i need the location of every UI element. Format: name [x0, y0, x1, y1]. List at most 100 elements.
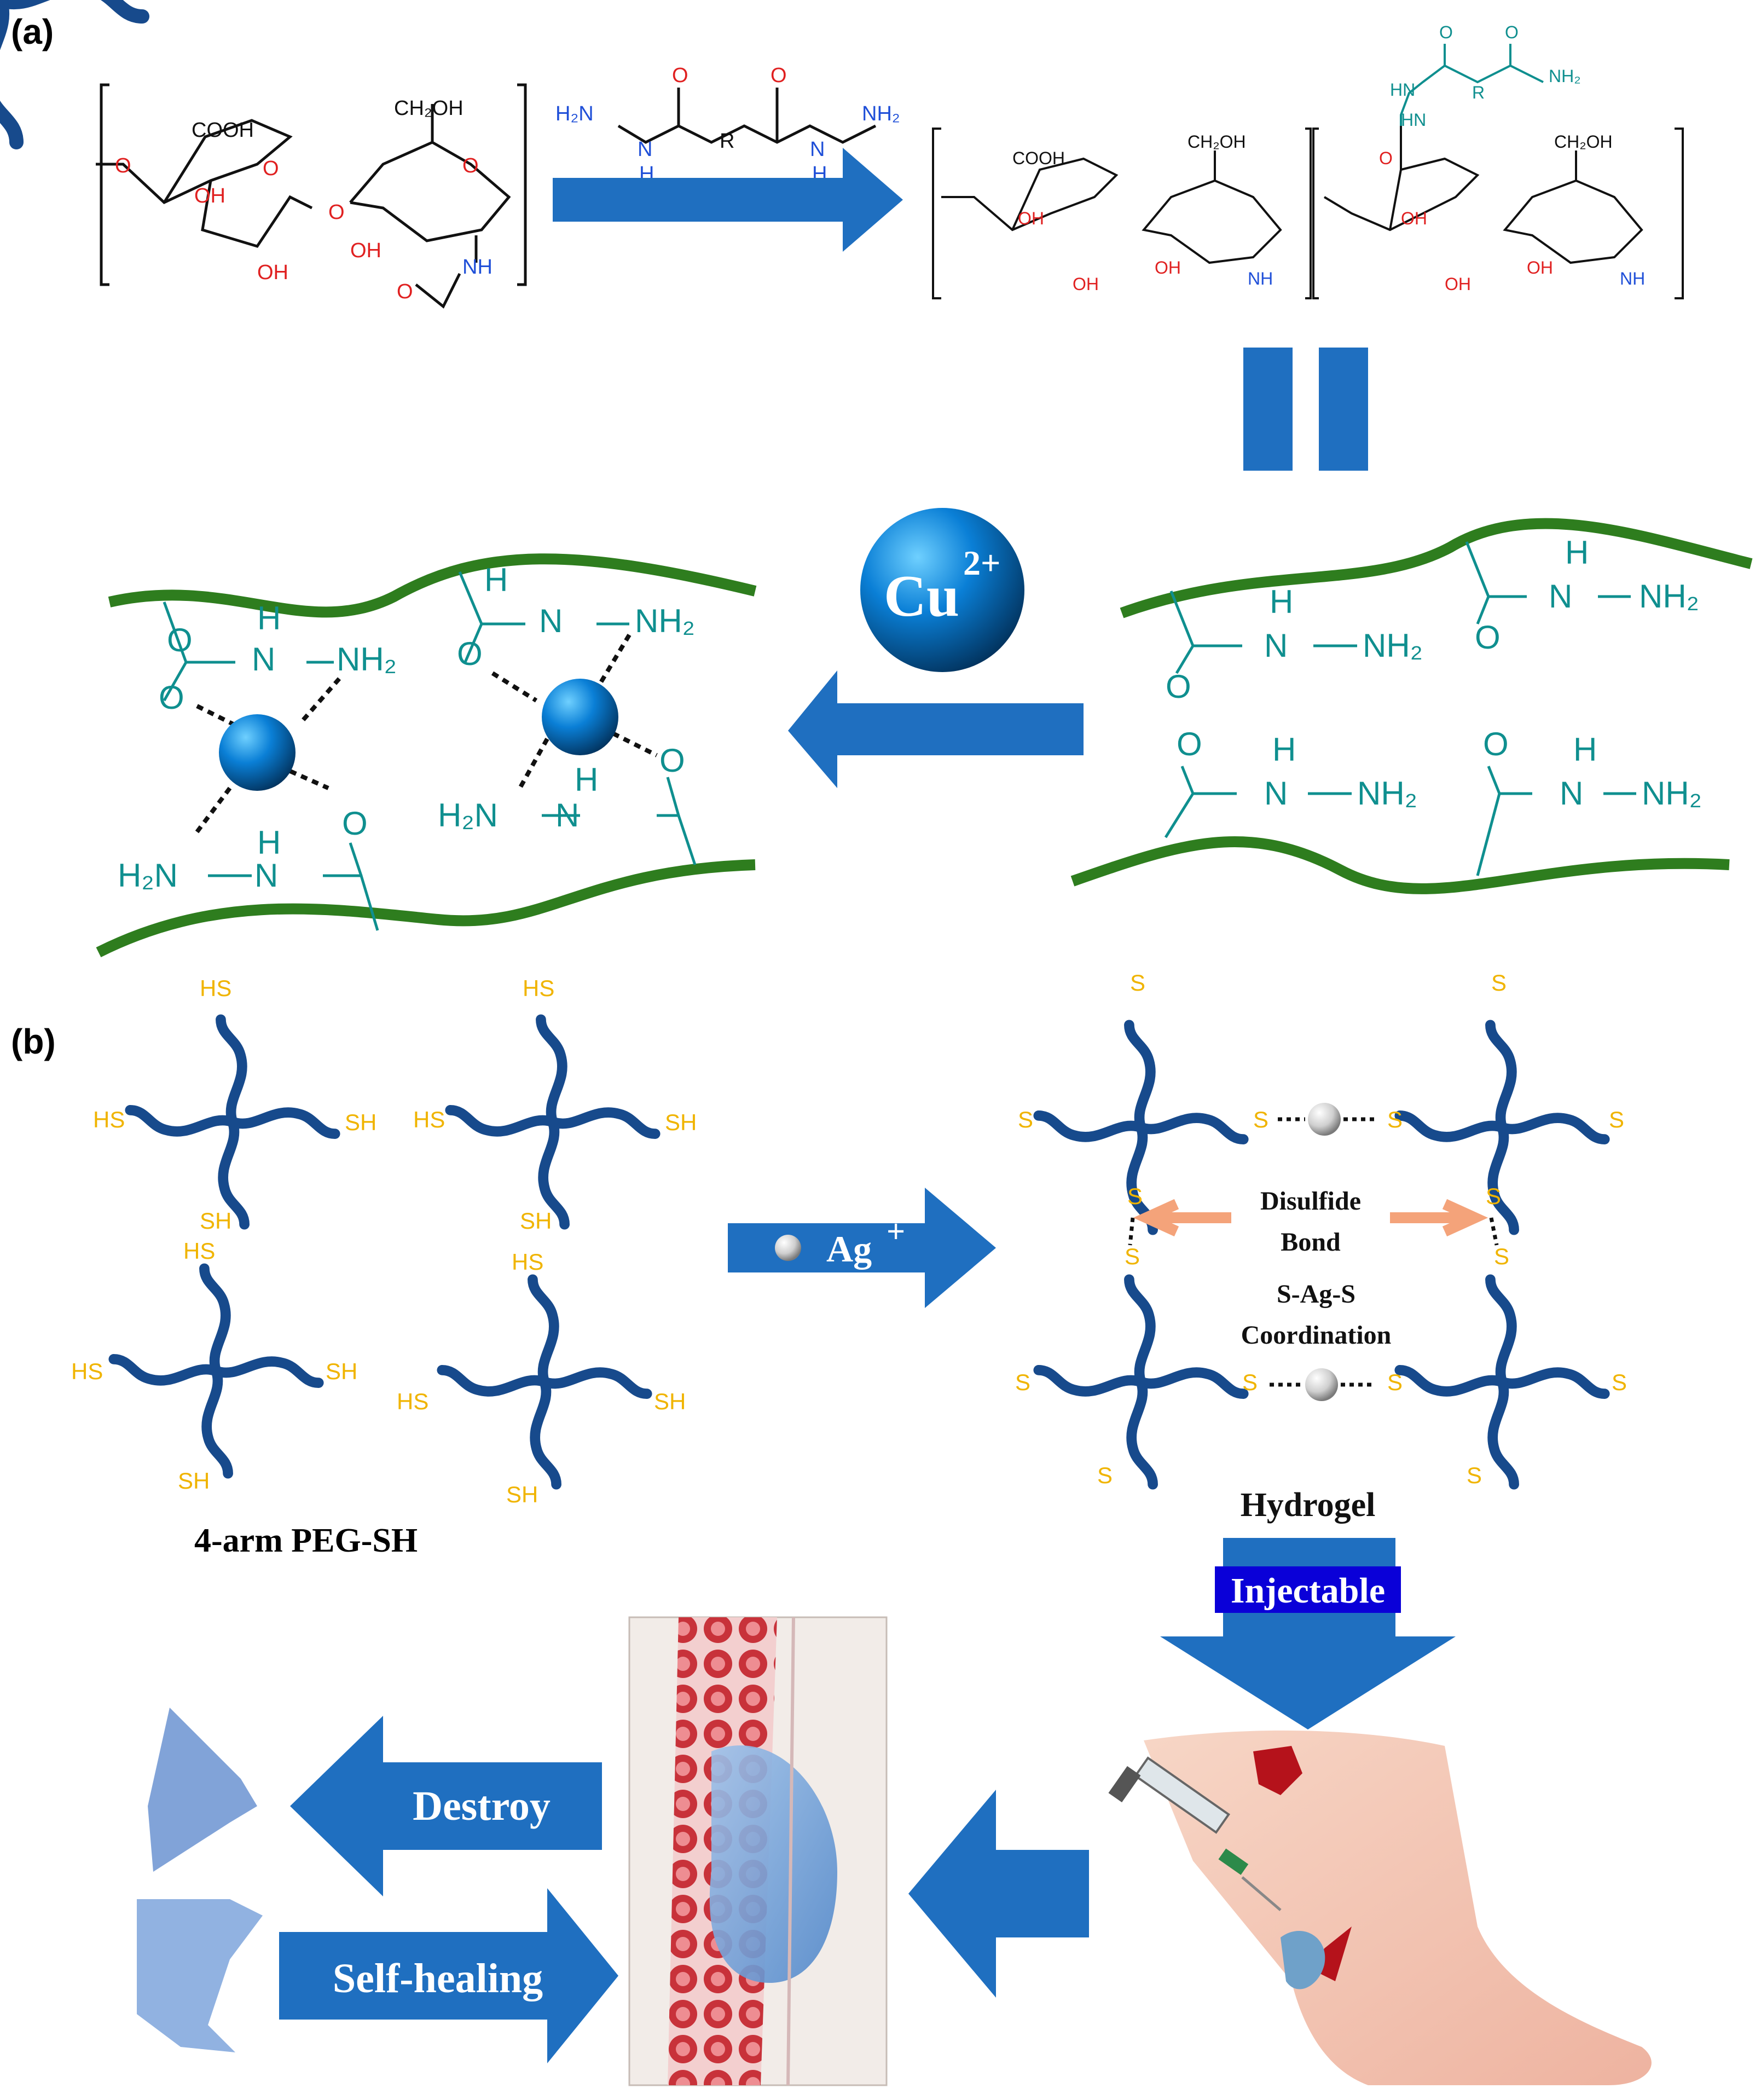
label-oh: OH — [1445, 274, 1471, 294]
label-o: O — [115, 154, 131, 177]
ag-label: Ag — [826, 1228, 872, 1270]
application-arrow — [908, 1790, 1089, 1998]
label-hn: HN — [1401, 110, 1426, 130]
label-hs: HS — [512, 1249, 543, 1275]
label-nh2: NH₂ — [1639, 578, 1699, 615]
destroy-label: Destroy — [413, 1783, 551, 1829]
label-s: S — [1494, 1243, 1509, 1269]
label-nh2: NH₂ — [862, 102, 900, 125]
label-h2n: H₂N — [438, 797, 498, 834]
label-s: S — [1491, 970, 1507, 996]
bond-label: Bond — [1281, 1228, 1341, 1257]
peg-label: 4-arm PEG-SH — [194, 1522, 418, 1559]
peg-star — [442, 1280, 647, 1484]
peg-star-template — [0, 0, 149, 149]
label-o: O — [457, 635, 483, 672]
disulfide-label: Disulfide — [1260, 1187, 1361, 1216]
polymer-backbone — [96, 859, 756, 957]
product-labels: COOH CH₂OH CH₂OH OH OH OH OH OH OH NH NH… — [1012, 22, 1645, 294]
label-s: S — [1242, 1369, 1258, 1395]
label-n: N — [1264, 627, 1288, 664]
label-nh2: NH₂ — [1642, 775, 1702, 812]
label-n: N — [1264, 775, 1288, 812]
label-s: S — [1015, 1369, 1030, 1395]
label-h2n: H₂N — [555, 102, 594, 125]
label-o: O — [1483, 726, 1509, 762]
label-nh2: NH₂ — [1549, 66, 1581, 86]
panel-label-b: (b) — [11, 1022, 56, 1061]
label-nh2: NH₂ — [1357, 775, 1417, 812]
label-sh: SH — [520, 1208, 552, 1234]
leg-illustration — [1144, 1730, 1652, 2085]
injectable-label: Injectable — [1231, 1571, 1385, 1611]
label-o: O — [342, 805, 368, 842]
label-sh: SH — [345, 1109, 376, 1135]
label-n: N — [810, 138, 825, 161]
cu-ion-sphere — [860, 508, 1024, 672]
peg-sh-group: HS HS SH SH HS HS SH SH HS HS SH SH HS H… — [71, 975, 697, 1559]
label-s: S — [1097, 1462, 1113, 1488]
label-hs: HS — [183, 1238, 215, 1264]
ag-ion-sphere — [775, 1235, 801, 1261]
label-o: O — [771, 64, 787, 87]
label-s: S — [1387, 1369, 1403, 1395]
label-sh: SH — [326, 1358, 357, 1384]
sags-label: S-Ag-S — [1277, 1280, 1355, 1309]
label-n: N — [1549, 578, 1572, 615]
self-healing-arrow — [279, 1888, 618, 2063]
label-s: S — [1467, 1462, 1482, 1488]
label-s: S — [1018, 1107, 1033, 1132]
label-hs: HS — [397, 1389, 428, 1414]
peg-star — [450, 1020, 655, 1224]
label-h: H — [575, 761, 598, 798]
syringe-icon — [1108, 1756, 1282, 1911]
label-h2n: H₂N — [118, 857, 178, 894]
self-healing-label: Self-healing — [333, 1956, 543, 2001]
label-o: O — [1166, 668, 1191, 705]
label-nh2: NH₂ — [635, 603, 695, 639]
disulfide-pointer-left — [1133, 1199, 1231, 1237]
label-ch2oh: CH₂OH — [1554, 132, 1613, 152]
ha-labels: COOH CH₂OH OH OH OH O O O O O NH — [115, 97, 493, 303]
label-h: H — [484, 562, 508, 598]
label-n: N — [252, 641, 275, 678]
label-o: O — [1505, 22, 1519, 42]
label-nh2: NH₂ — [337, 641, 397, 678]
label-cooh: COOH — [1012, 148, 1065, 168]
linear-hydrazide-chains: O H N NH₂ O H N NH₂ O H N NH₂ O H N NH₂ — [1070, 518, 1753, 894]
disulfide-pointer-right — [1390, 1199, 1488, 1237]
label-nh: NH — [1248, 269, 1273, 288]
injectable-highlight — [1215, 1566, 1401, 1613]
label-o: O — [159, 679, 184, 716]
label-oh: OH — [1401, 209, 1427, 228]
hydrogel-fragments — [137, 1708, 263, 2052]
label-o: O — [328, 201, 345, 224]
label-o: O — [167, 622, 193, 658]
label-h: H — [1270, 583, 1293, 620]
hydrogel-network: S S S S S S S S S S S S S S S S — [1015, 970, 1627, 1524]
label-o: O — [397, 280, 413, 303]
label-cooh: COOH — [192, 119, 254, 142]
cu-label: Cu — [884, 564, 959, 629]
label-s: S — [1130, 970, 1145, 996]
label-n: N — [539, 603, 563, 639]
peg-star — [1039, 1280, 1243, 1484]
peg-star — [114, 1269, 318, 1473]
ag-ion-sphere — [1305, 1368, 1338, 1401]
label-hs: HS — [523, 975, 554, 1001]
hyaluronic-acid-structure — [96, 83, 527, 309]
label-nh2: NH₂ — [1363, 627, 1423, 664]
ha-hydrazide-product — [932, 126, 1684, 299]
label-r: R — [720, 130, 734, 153]
label-n: N — [1560, 775, 1583, 812]
label-n: N — [555, 797, 579, 834]
label-oh: OH — [257, 261, 288, 284]
label-s: S — [1127, 1183, 1143, 1209]
label-sh: SH — [665, 1109, 697, 1135]
destroy-arrow — [290, 1716, 602, 1896]
label-o: O — [672, 64, 688, 87]
label-n: N — [254, 857, 278, 894]
label-oh: OH — [1073, 274, 1099, 294]
peg-star — [1400, 1280, 1604, 1484]
